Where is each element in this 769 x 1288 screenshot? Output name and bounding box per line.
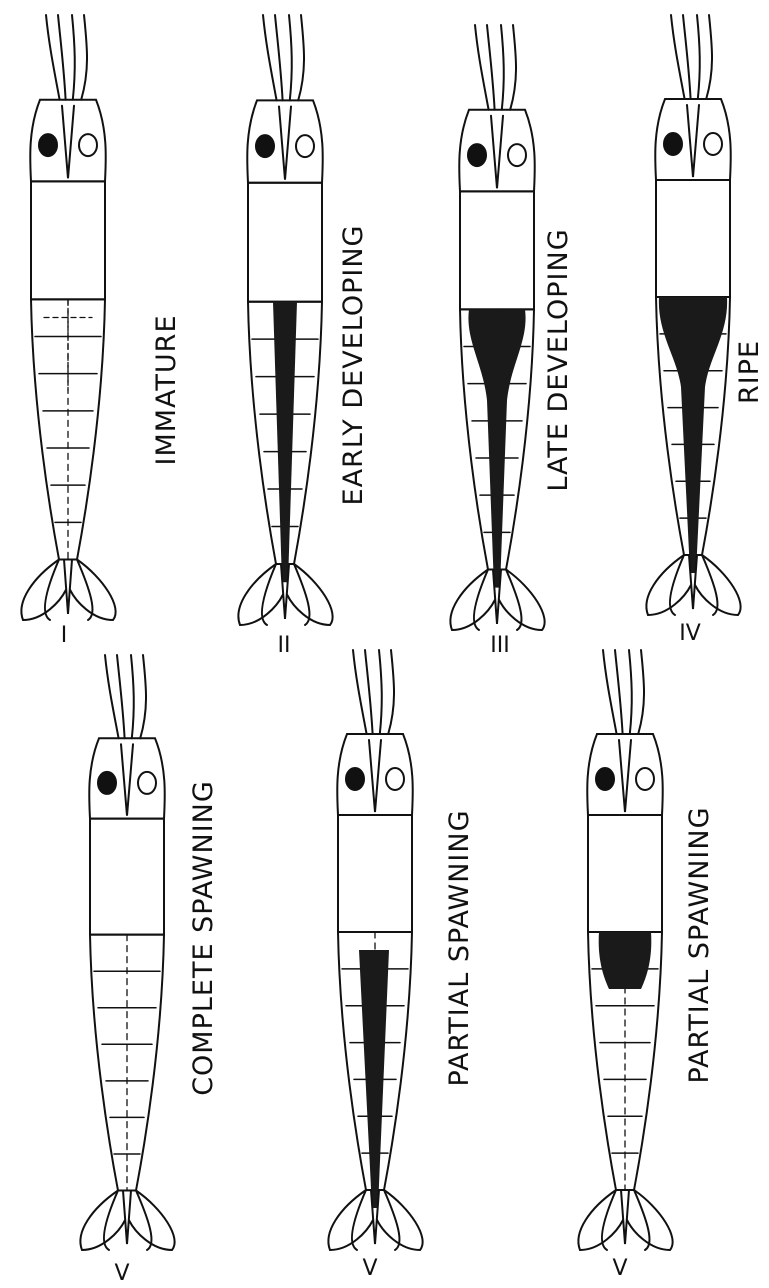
antennae — [353, 650, 394, 734]
carapace — [248, 183, 322, 302]
right-eye — [704, 133, 722, 155]
antennae — [46, 15, 87, 100]
head — [30, 100, 106, 182]
tail-fan — [80, 1191, 174, 1251]
shrimp-3 — [450, 25, 544, 630]
left-eye — [346, 768, 364, 790]
antennae — [603, 650, 644, 734]
carapace — [338, 815, 412, 932]
right-eye — [138, 772, 156, 794]
tail-fan — [21, 560, 115, 621]
antennae — [671, 15, 712, 99]
gonad — [599, 932, 652, 989]
gonad — [468, 309, 525, 587]
carapace — [656, 180, 730, 297]
shrimp-drawings — [21, 15, 740, 1250]
gonad — [659, 297, 727, 573]
left-eye — [256, 135, 274, 157]
abdomen — [90, 935, 164, 1191]
shrimp-4 — [646, 15, 740, 615]
shrimp-6 — [328, 650, 422, 1250]
carapace — [90, 819, 164, 935]
carapace — [588, 815, 662, 932]
antennae — [263, 15, 304, 100]
left-eye — [664, 133, 682, 155]
left-eye — [468, 144, 486, 166]
head — [587, 734, 663, 815]
right-eye — [296, 135, 314, 157]
stage-numeral-1: I — [61, 623, 68, 648]
head — [655, 99, 731, 180]
shrimp-2 — [238, 15, 332, 625]
left-eye — [98, 772, 116, 794]
right-eye — [386, 768, 404, 790]
label-early-developing: EARLY DEVELOPING — [338, 225, 369, 506]
stage-numeral-5a: V — [114, 1261, 129, 1286]
label-immature: IMMATURE — [151, 314, 182, 465]
carapace — [460, 191, 534, 309]
right-eye — [79, 134, 97, 156]
label-late-developing: LATE DEVELOPING — [543, 228, 574, 491]
left-eye — [39, 134, 57, 156]
label-partial-spawning-1: PARTIAL SPAWNING — [444, 809, 475, 1086]
shrimp-7 — [578, 650, 672, 1250]
gonad — [273, 302, 297, 583]
right-eye — [636, 768, 654, 790]
antennae — [105, 655, 146, 738]
label-partial-spawning-2: PARTIAL SPAWNING — [684, 806, 715, 1083]
head — [459, 110, 535, 192]
stage-numeral-3: III — [490, 633, 509, 658]
gonad-outline — [44, 299, 92, 390]
tail-fan — [578, 1190, 672, 1250]
stage-numeral-4: IV — [679, 621, 701, 646]
shrimp-5 — [80, 655, 174, 1250]
stage-numeral-2: II — [278, 633, 291, 658]
head — [89, 738, 165, 818]
label-complete-spawning: COMPLETE SPAWNING — [188, 780, 219, 1096]
right-eye — [508, 144, 526, 166]
stage-numeral-5c: V — [612, 1256, 627, 1281]
shrimp-1 — [21, 15, 115, 620]
head — [337, 734, 413, 815]
label-ripe: RIPE — [734, 340, 765, 404]
carapace — [31, 181, 105, 299]
head — [247, 100, 323, 182]
stage-numeral-5b: V — [362, 1256, 377, 1281]
antennae — [475, 25, 516, 110]
left-eye — [596, 768, 614, 790]
